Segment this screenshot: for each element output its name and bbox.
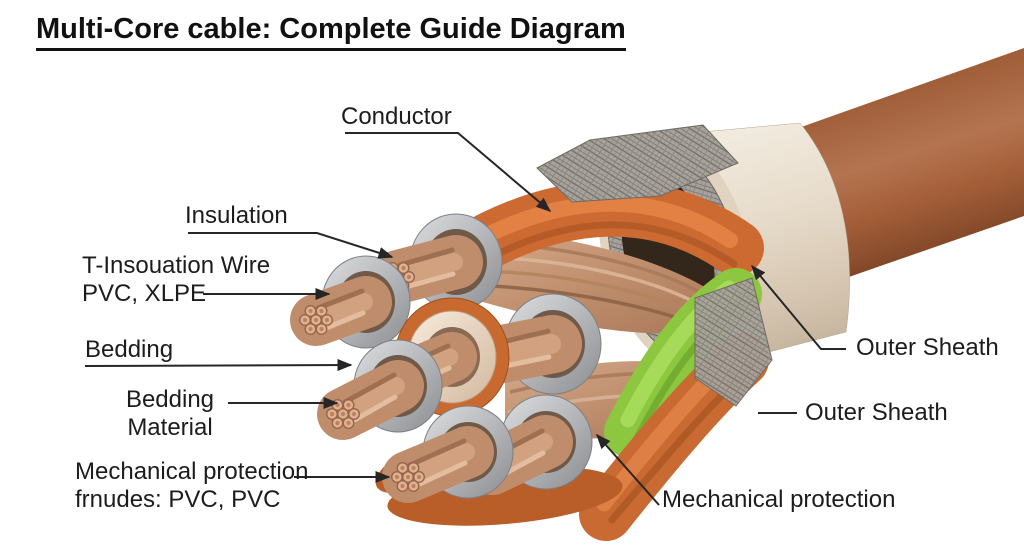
label-conductor-text: Conductor	[341, 103, 452, 130]
bedding-leader-line	[84, 359, 353, 372]
armor-mesh-lower	[694, 277, 773, 407]
core-bundle-a	[371, 213, 503, 311]
outer-sheath-top-leader-line	[751, 264, 846, 350]
label-mech-left-line1: Mechanical protection	[75, 458, 309, 485]
conductor-wire-orange-top	[440, 180, 764, 280]
label-conductor: Conductor	[341, 103, 452, 131]
label-outer-sheath-top: Outer Sheath	[856, 334, 999, 362]
label-outer-sheath-bottom: Outer Sheath	[805, 399, 948, 427]
strand-tips	[299, 304, 334, 336]
label-outer-sheath-bottom-text: Outer Sheath	[805, 399, 948, 426]
label-insulation-text: Insulation	[185, 202, 288, 229]
core-bundle-f	[382, 405, 514, 503]
leader-lines	[84, 132, 846, 506]
label-mech-right-text: Mechanical protection	[662, 486, 896, 513]
label-bedding-text: Bedding	[85, 336, 174, 363]
label-mechanical-protection-right: Mechanical protection	[662, 486, 895, 514]
diagram-title: Multi-Core cable: Complete Guide Diagram	[36, 12, 626, 51]
label-mech-left-line2: frnudes: PVC, PVC	[75, 486, 281, 513]
label-mechanical-protection-left: Mechanical protection frnudes: PVC, PVC	[75, 458, 308, 514]
insulation-leader-line	[188, 232, 394, 259]
armor-mesh-flap	[536, 124, 739, 203]
label-t-insulation-line2: PVC, XLPE	[82, 280, 207, 307]
strand-tips	[391, 461, 426, 493]
label-outer-sheath-top-text: Outer Sheath	[856, 334, 999, 361]
conductor-leader-line	[345, 132, 552, 212]
label-bedding-material-line1: Bedding	[125, 386, 215, 413]
outer-sheath-tube	[790, 48, 1024, 278]
label-bedding-material-line2: Material	[127, 414, 213, 441]
label-insulation: Insulation	[185, 202, 288, 230]
label-bedding: Bedding	[85, 336, 173, 364]
label-t-insulation-line1: T-Insouation Wire	[82, 252, 271, 279]
core-bundle-c	[317, 339, 443, 440]
label-bedding-material: Bedding Material	[114, 386, 226, 442]
label-t-insulation-wire: T-Insouation Wire PVC, XLPE	[82, 252, 270, 308]
mechanical-protection-right-leader-line	[596, 433, 660, 506]
core-bundle-b	[290, 255, 411, 349]
